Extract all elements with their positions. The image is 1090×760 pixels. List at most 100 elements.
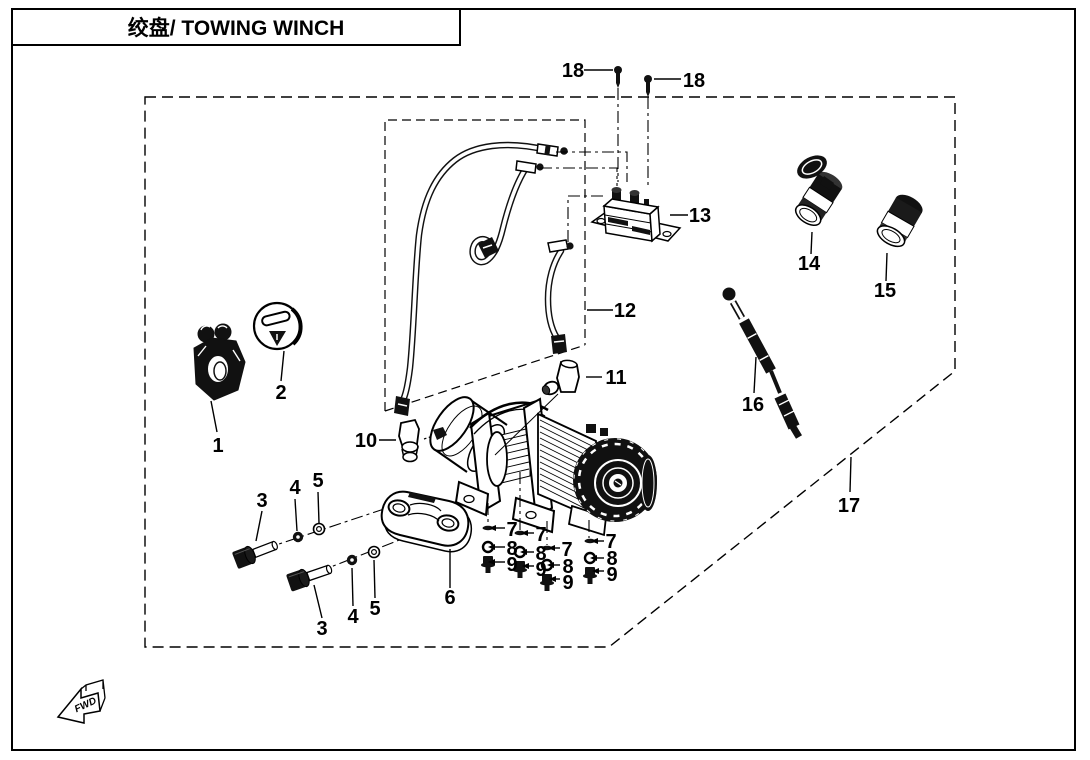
- fairlead-6: [380, 490, 473, 553]
- svg-text:4: 4: [347, 606, 359, 628]
- svg-text:7: 7: [561, 539, 572, 561]
- svg-text:3: 3: [316, 618, 327, 640]
- svg-text:9: 9: [506, 554, 517, 576]
- svg-text:15: 15: [874, 280, 896, 302]
- screw-18-left: [614, 66, 622, 182]
- motor-fitting-port: [433, 427, 447, 440]
- cable-a-leader: [556, 151, 628, 182]
- callout-1: 1: [210, 400, 224, 457]
- svg-text:14: 14: [798, 253, 821, 275]
- bolt-3-upper: [232, 540, 278, 569]
- elbow-fitting-11: [494, 359, 580, 456]
- svg-text:10: 10: [355, 430, 377, 452]
- svg-text:9: 9: [606, 564, 617, 586]
- stack-3: [540, 545, 554, 591]
- callout-14: 14: [798, 231, 821, 275]
- svg-text:6: 6: [444, 587, 455, 609]
- page-title: 绞盘/ TOWING WINCH: [128, 16, 345, 40]
- callout-12: 12: [587, 300, 636, 322]
- svg-text:5: 5: [369, 598, 380, 620]
- svg-text:12: 12: [614, 300, 636, 322]
- callout-9-s3: 9: [549, 572, 574, 594]
- winch-drum: [486, 427, 531, 487]
- callout-7-s1: 7: [489, 519, 518, 541]
- callout-8-s3: 8: [547, 556, 574, 578]
- winch-assembly: [429, 396, 657, 537]
- callout-13: 13: [670, 205, 711, 227]
- title-box: [11, 8, 461, 46]
- callout-3-lower: 3: [313, 584, 328, 640]
- svg-text:13: 13: [689, 205, 711, 227]
- washer-5-upper: [312, 522, 326, 536]
- svg-text:18: 18: [683, 70, 705, 92]
- callout-7-s2: 7: [521, 524, 547, 546]
- solenoid-13: [590, 187, 682, 243]
- page-frame: 绞盘/ TOWING WINCH: [11, 8, 1076, 751]
- screw-18-right: [644, 75, 652, 186]
- callout-7-s4: 7: [591, 531, 617, 553]
- breather-cable-16: [722, 287, 803, 439]
- svg-text:18: 18: [562, 60, 584, 82]
- callouts: 1 2 3 4 5 3 4 5 6 10 11 12 13 14 15 16 1…: [210, 60, 896, 640]
- callout-18-left: 18: [562, 60, 613, 82]
- connector-15: [876, 194, 923, 248]
- svg-text:17: 17: [838, 495, 860, 517]
- callout-3-upper: 3: [255, 490, 268, 542]
- hook-1: [193, 323, 246, 401]
- stack-1: [481, 525, 495, 573]
- callout-5-lower: 5: [369, 559, 381, 620]
- cable-c-end-connector: [551, 334, 567, 354]
- svg-text:2: 2: [275, 382, 286, 404]
- svg-text:11: 11: [605, 367, 626, 389]
- cable-b-leader: [540, 167, 618, 186]
- bolt-set-upper: [232, 508, 385, 569]
- stack-2: [513, 530, 527, 578]
- callout-9-s1: 9: [488, 554, 518, 576]
- callout-2: 2: [275, 350, 287, 404]
- cap-2: [252, 301, 303, 351]
- callout-4-upper: 4: [289, 477, 301, 532]
- callout-4-lower: 4: [347, 567, 359, 628]
- fastener-stacks: [481, 472, 597, 591]
- callout-5-upper: 5: [312, 470, 324, 524]
- svg-text:8: 8: [535, 543, 546, 565]
- callout-10: 10: [355, 430, 396, 452]
- cable-b-end-connector: [478, 237, 499, 258]
- gear-end-housing: [573, 438, 657, 522]
- assembly-boundary: [144, 96, 956, 648]
- svg-text:7: 7: [605, 531, 616, 553]
- cable-a-terminal: [536, 143, 568, 157]
- callout-9-s2: 9: [522, 559, 547, 581]
- callout-9-s4: 9: [592, 564, 618, 586]
- connector-14: [794, 155, 843, 227]
- svg-text:16: 16: [742, 394, 764, 416]
- svg-text:1: 1: [212, 435, 223, 457]
- elbow-fitting-10: [398, 418, 434, 463]
- callout-6: 6: [444, 549, 456, 609]
- callout-17: 17: [838, 456, 860, 517]
- cable-harness: [394, 141, 628, 416]
- cable-a-end-connector: [394, 396, 410, 416]
- svg-text:8: 8: [506, 538, 517, 560]
- cable-c-leader: [567, 195, 604, 242]
- svg-text:7: 7: [535, 524, 546, 546]
- svg-text:8: 8: [606, 548, 617, 570]
- svg-text:4: 4: [289, 477, 301, 499]
- callout-7-s3: 7: [548, 539, 573, 561]
- svg-text:7: 7: [506, 519, 517, 541]
- svg-text:3: 3: [256, 490, 267, 512]
- cable-b-terminal: [515, 160, 544, 174]
- callout-8-s4: 8: [590, 548, 618, 570]
- svg-text:5: 5: [312, 470, 323, 492]
- callout-8-s1: 8: [488, 538, 518, 560]
- svg-text:9: 9: [562, 572, 573, 594]
- callout-15: 15: [874, 252, 896, 302]
- washer-5-lower: [367, 545, 381, 559]
- callout-8-s2: 8: [520, 543, 547, 565]
- cable-group-box: [384, 119, 586, 412]
- callout-18-right: 18: [654, 70, 705, 92]
- callout-11: 11: [586, 367, 627, 389]
- bolt-3-lower: [286, 564, 333, 592]
- cable-c-terminal: [547, 239, 574, 253]
